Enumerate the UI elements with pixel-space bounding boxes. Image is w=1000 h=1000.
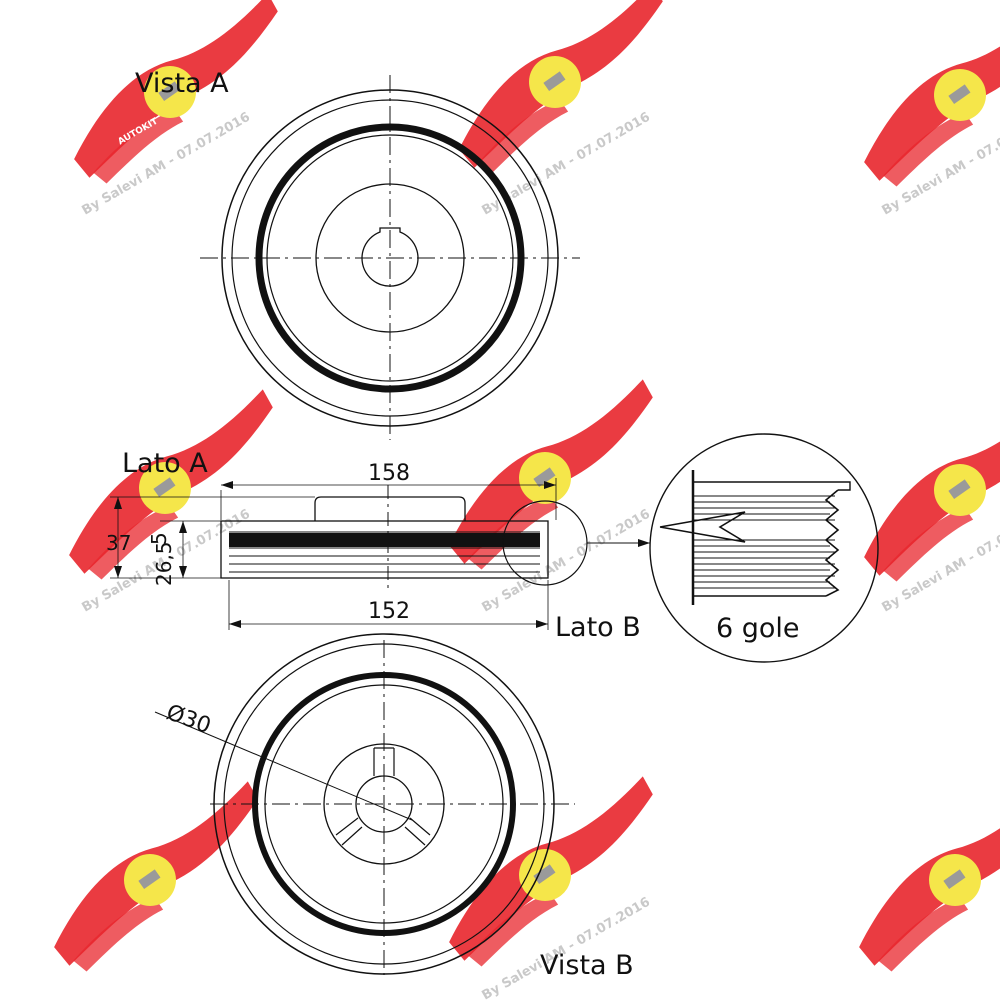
side-b-label: Lato B: [555, 612, 641, 643]
dim-158-arrow-right: [544, 481, 556, 489]
back-view-title: Vista B: [540, 950, 634, 981]
detail-top-edge: [693, 481, 851, 491]
watermark-logo: [830, 780, 1000, 979]
side-view-title: Lato A: [122, 448, 208, 479]
side-hub: [314, 496, 466, 521]
dim-152-arrow-right: [536, 620, 548, 628]
dim-bore-diameter: Ø30: [163, 700, 214, 739]
dim-pulley-width: 152: [368, 599, 410, 624]
dim-height-total: 37: [106, 531, 131, 555]
detail-profile: [824, 489, 840, 597]
dim-26-arrow-bottom: [179, 566, 187, 578]
front-view-title: Vista A: [135, 68, 229, 99]
side-view: [110, 478, 650, 630]
dim-outer-diameter: 158: [368, 461, 410, 486]
side-body: [220, 520, 549, 579]
dim-37-arrow-bottom: [114, 566, 122, 578]
dim-37-arrow-top: [114, 497, 122, 509]
dim-height-hub: 5: [147, 532, 171, 545]
back-view: [154, 633, 575, 975]
dim-152-arrow-left: [229, 620, 241, 628]
watermark-logo: [420, 775, 685, 974]
front-view: [200, 75, 580, 440]
watermark-layer: AUTOKIT By Salevi AM - 07.07.2016 By Sal…: [25, 0, 1000, 1000]
front-bore: [361, 227, 419, 287]
detail-label: 6 gole: [716, 613, 800, 644]
groove-detail: [649, 433, 879, 663]
dim-158-arrow-left: [221, 481, 233, 489]
side-groove-band: [229, 533, 540, 547]
back-hub-ribs: [335, 817, 431, 846]
detail-circle: [649, 433, 879, 663]
watermark-logo: [25, 780, 290, 979]
detail-leader-arrow: [638, 539, 650, 547]
bore-leader-line: [154, 711, 413, 821]
dim-height-groove: 26,5: [152, 541, 176, 586]
detail-section-notch: [659, 511, 746, 543]
side-grooves: [229, 525, 540, 574]
detail-groove-lines: [693, 495, 835, 589]
dim-26-arrow-top: [179, 521, 187, 533]
